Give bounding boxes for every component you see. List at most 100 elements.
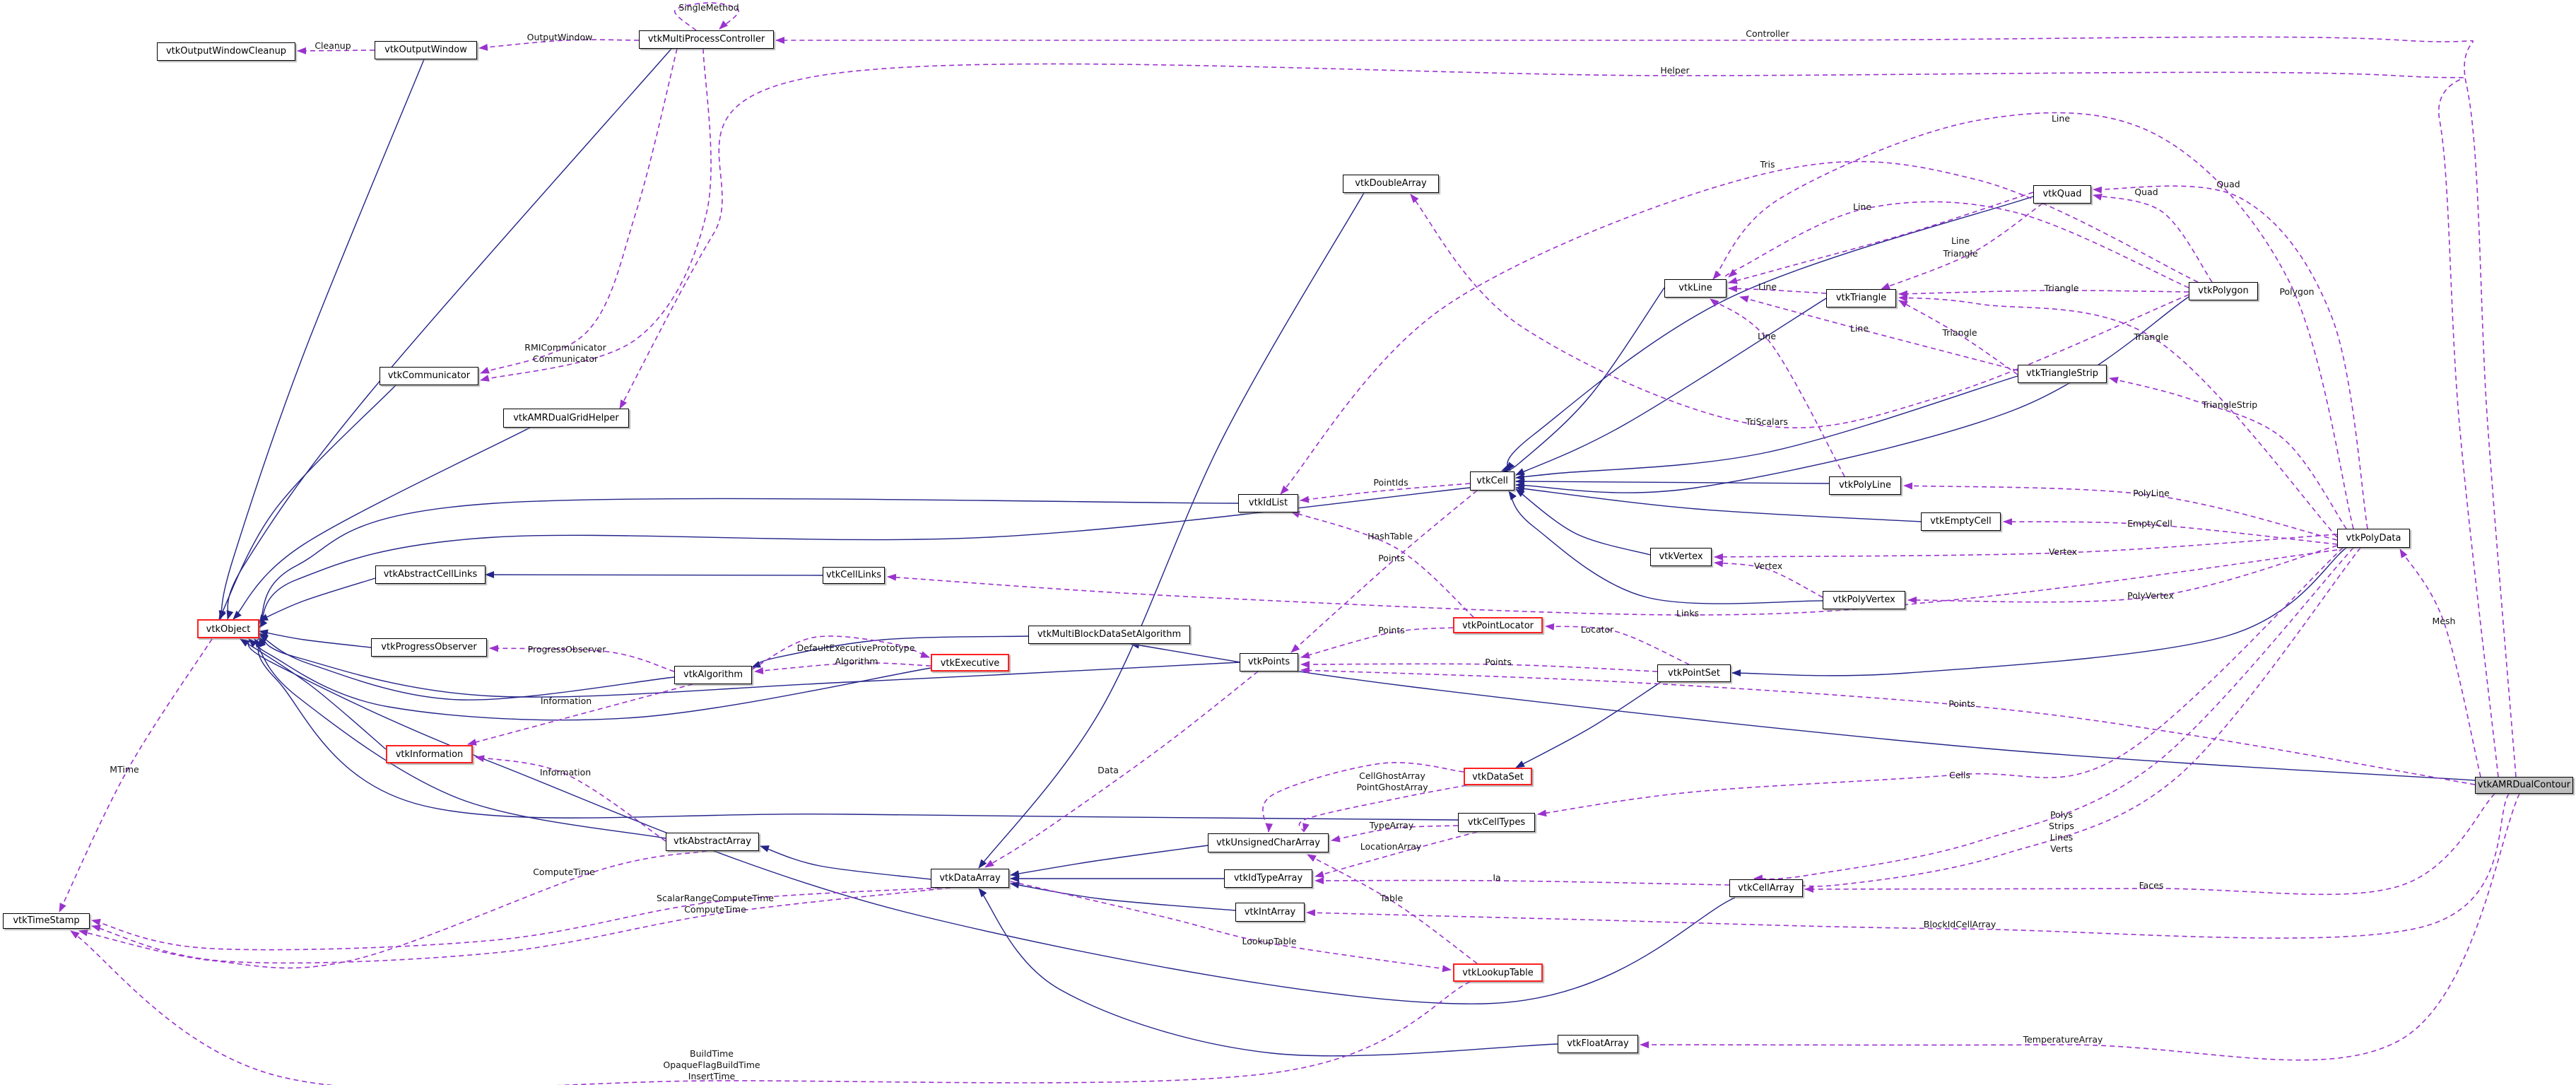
edge-vtkDataArray-to-vtkLookupTable (1010, 881, 1452, 973)
edge-vtkAMRDualContour-to-vtkAMRDualGridHelper (619, 63, 2499, 778)
edge-vtkUnsignedCharArray-to-vtkDataArray (1010, 845, 1208, 877)
node-vtkAbstractArray[interactable]: vtkAbstractArray (666, 833, 759, 851)
node-vtkPolyLine[interactable]: vtkPolyLine (1829, 476, 1901, 495)
edge-vtkPolyData-to-vtkTriangle (1898, 294, 2338, 538)
node-vtkOutputWindowCleanup[interactable]: vtkOutputWindowCleanup (157, 42, 295, 61)
edge-vtkAlgorithm-to-vtkProgressObserver (489, 645, 675, 672)
edge-vtkAbstractArray-to-vtkObject (254, 638, 666, 839)
node-vtkTimeStamp[interactable]: vtkTimeStamp (3, 913, 90, 929)
node-vtkIdTypeArray[interactable]: vtkIdTypeArray (1224, 869, 1312, 888)
edge-vtkExecutive-to-vtkAlgorithm (754, 662, 931, 674)
edge-vtkOutputWindow-to-vtkOutputWindowCleanup (297, 47, 375, 54)
node-vtkMultiProcessController[interactable]: vtkMultiProcessController (639, 30, 774, 49)
edge-vtkFloatArray-to-vtkDataArray (978, 888, 1558, 1057)
edge-vtkTriangleStrip-to-vtkLine (1739, 295, 2018, 371)
edge-vtkPolygon-to-vtkQuad (2093, 193, 2213, 283)
node-vtkQuad[interactable]: vtkQuad (2033, 185, 2091, 204)
node-vtkPolyData[interactable]: vtkPolyData (2337, 529, 2410, 548)
node-vtkObject[interactable]: vtkObject (197, 619, 259, 638)
node-vtkDoubleArray[interactable]: vtkDoubleArray (1343, 175, 1439, 193)
edge-vtkVertex-to-vtkCell (1515, 488, 1651, 556)
node-vtkVertex[interactable]: vtkVertex (1650, 548, 1712, 566)
edge-vtkPolyData-to-vtkPolyVertex (1907, 545, 2338, 604)
node-vtkAbstractCellLinks[interactable]: vtkAbstractCellLinks (375, 565, 486, 584)
node-vtkAMRDualGridHelper[interactable]: vtkAMRDualGridHelper (503, 409, 629, 428)
node-vtkFloatArray[interactable]: vtkFloatArray (1558, 1035, 1638, 1053)
node-vtkCell[interactable]: vtkCell (1470, 471, 1515, 491)
edge-vtkLookupTable-to-vtkUnsignedCharArray (1307, 854, 1478, 964)
edge-vtkAMRDualContour-to-vtkMultiProcessController (775, 36, 2517, 778)
node-vtkUnsignedCharArray[interactable]: vtkUnsignedCharArray (1208, 833, 1329, 852)
edge-vtkAMRDualContour-to-vtkIntArray (1306, 793, 2510, 939)
edge-vtkPointSet-to-vtkPointLocator (1545, 623, 1690, 665)
edge-vtkPolyLine-to-vtkCell (1515, 478, 1830, 486)
node-vtkCellTypes[interactable]: vtkCellTypes (1458, 813, 1535, 832)
edge-vtkPolygon-to-vtkLine (1724, 201, 2189, 288)
edge-vtkInformation-to-vtkObject (240, 638, 387, 750)
edge-vtkAMRDualContour-to-vtkFloatArray (1640, 793, 2520, 1061)
edge-vtkCellTypes-to-vtkIdTypeArray (1315, 831, 1478, 878)
node-vtkExecutive[interactable]: vtkExecutive (931, 654, 1009, 671)
edge-vtkCell-to-vtkIdList (1300, 483, 1471, 503)
edge-vtkTriangleStrip-to-vtkCell (1515, 375, 2018, 481)
node-vtkDataArray[interactable]: vtkDataArray (931, 869, 1009, 888)
node-vtkTriangle[interactable]: vtkTriangle (1826, 289, 1896, 307)
edge-vtkPolygon-to-vtkTriangle (1898, 290, 2189, 298)
node-vtkPoints[interactable]: vtkPoints (1240, 653, 1298, 671)
edge-vtkPolyData-to-vtkCellLinks (887, 549, 2338, 616)
edge-vtkAMRDualContour-to-vtkPoints (1300, 667, 2476, 785)
edge-vtkAMRDualContour-to-vtkPolyData (2399, 549, 2481, 778)
edge-vtkExecutive-to-vtkObject (256, 636, 931, 721)
node-vtkPolyVertex[interactable]: vtkPolyVertex (1823, 591, 1905, 609)
edge-vtkEmptyCell-to-vtkCell (1515, 485, 1922, 522)
node-vtkAMRDualContour[interactable]: vtkAMRDualContour (2475, 777, 2573, 794)
edge-vtkPolyData-to-vtkEmptyCell (2003, 518, 2338, 545)
node-vtkIdList[interactable]: vtkIdList (1238, 494, 1298, 512)
node-vtkIntArray[interactable]: vtkIntArray (1235, 903, 1305, 922)
edge-vtkLookupTable-to-vtkTimeStamp (70, 930, 1471, 1085)
node-vtkOutputWindow[interactable]: vtkOutputWindow (375, 41, 477, 59)
node-vtkEmptyCell[interactable]: vtkEmptyCell (1921, 512, 2001, 531)
edge-vtkPolyData-to-vtkCellArray (1773, 547, 2361, 887)
edge-vtkPolyData-to-vtkLine (1712, 112, 2354, 529)
edge-vtkDataArray-to-vtkTimeStamp (91, 887, 951, 964)
edge-vtkPolyData-to-vtkCellTypes (1537, 547, 2343, 817)
node-vtkAlgorithm[interactable]: vtkAlgorithm (674, 666, 752, 684)
edge-vtkPoints-to-vtkDataArray (984, 671, 1259, 868)
edge-vtkPolyData-to-vtkVertex (1714, 534, 2338, 561)
edge-vtkProgressObserver-to-vtkObject (259, 629, 372, 648)
edge-vtkAMRDualGridHelper-to-vtkObject (233, 427, 531, 620)
edge-vtkTriangle-to-vtkCell (1515, 298, 1827, 476)
edge-vtkQuad-to-vtkTriangle (1881, 203, 2043, 290)
edge-vtkMultiProcessController-to-vtkCommunicator (480, 48, 678, 374)
edge-vtkIdList-to-vtkObject (259, 498, 1239, 624)
edge-vtkPolyLine-to-vtkLine (1710, 298, 1845, 477)
node-vtkLine[interactable]: vtkLine (1664, 279, 1727, 298)
edge-vtkCellArray-to-vtkObject (247, 638, 1736, 1004)
node-vtkCommunicator[interactable]: vtkCommunicator (380, 367, 478, 385)
node-vtkMultiBlockDataSetAlgorithm[interactable]: vtkMultiBlockDataSetAlgorithm (1028, 626, 1190, 644)
node-vtkLookupTable[interactable]: vtkLookupTable (1453, 963, 1543, 982)
node-vtkPointSet[interactable]: vtkPointSet (1657, 664, 1731, 682)
node-vtkCellArray[interactable]: vtkCellArray (1729, 879, 1803, 897)
edge-vtkMultiBlockDataSetAlgorithm-to-vtkAlgorithm (751, 635, 1029, 668)
node-vtkProgressObserver[interactable]: vtkProgressObserver (371, 638, 487, 657)
edge-vtkMultiProcessController-to-vtkObject (226, 48, 672, 620)
node-vtkCellLinks[interactable]: vtkCellLinks (823, 567, 885, 584)
edge-vtkDataArray-to-vtkAbstractArray (760, 845, 931, 880)
edge-vtkPointSet-to-vtkPoints (1300, 660, 1658, 672)
node-vtkPointLocator[interactable]: vtkPointLocator (1453, 617, 1543, 633)
edge-vtkDataArray-to-vtkTimeStamp (91, 887, 941, 951)
edge-vtkObject-to-vtkTimeStamp (59, 638, 213, 913)
node-vtkDataSet[interactable]: vtkDataSet (1464, 768, 1532, 785)
edge-vtkCommunicator-to-vtkObject (218, 385, 396, 620)
node-vtkTriangleStrip[interactable]: vtkTriangleStrip (2018, 365, 2107, 383)
edge-vtkDataSet-to-vtkUnsignedCharArray (1262, 762, 1464, 833)
edge-vtkPointSet-to-vtkDataSet (1515, 681, 1662, 768)
edge-vtkPolygon-to-vtkDoubleArray (1410, 194, 2189, 428)
node-vtkPolygon[interactable]: vtkPolygon (2189, 282, 2258, 300)
edge-vtkCellArray-to-vtkIdTypeArray (1315, 876, 1730, 886)
edge-vtkMultiProcessController-to-vtkCommunicator (480, 48, 712, 382)
node-vtkInformation[interactable]: vtkInformation (386, 745, 473, 763)
